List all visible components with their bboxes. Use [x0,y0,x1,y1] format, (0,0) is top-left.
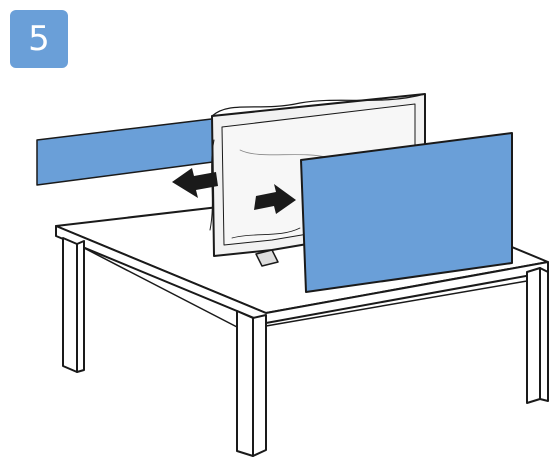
arrow-left-icon [172,168,218,198]
desk-leg-left [62,237,85,373]
arrow-right-icon [254,184,296,214]
step-number-badge: 5 [10,10,68,68]
desk-crossbar [83,247,238,328]
back-privacy-panel [36,116,229,186]
front-privacy-panel [300,132,513,293]
desk-leg-front [236,310,267,457]
desk-crossbar-right [265,280,528,327]
desk-leg-right [526,267,549,404]
step-number: 5 [28,19,50,59]
